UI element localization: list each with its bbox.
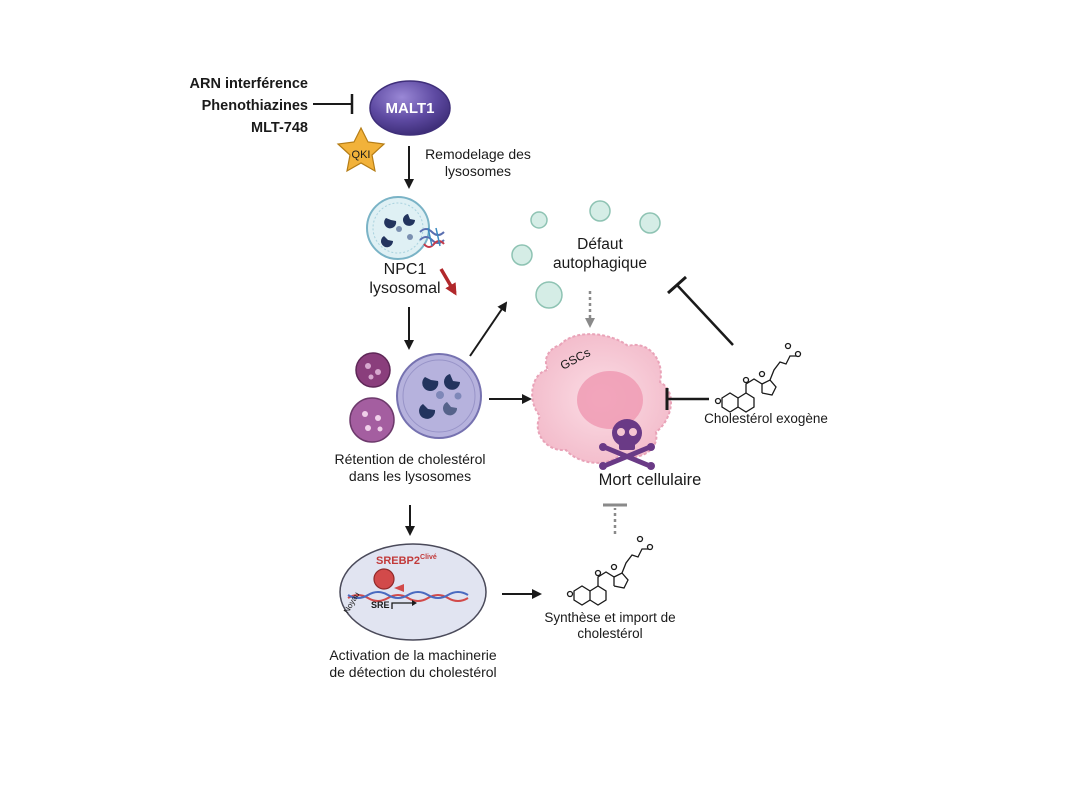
srebp2-sup: Clivé (420, 554, 437, 561)
npc1-lysosome (366, 196, 445, 260)
srebp2-base: SREBP2 (376, 555, 420, 567)
inhibitor-phenothiazines: Phenothiazines (201, 98, 308, 114)
autophagy-vesicles (511, 200, 661, 309)
npc1-protein-icon (419, 227, 445, 248)
dotted-inhibition-synthesis (603, 503, 627, 534)
inhibition-autophagy (667, 275, 734, 346)
cholesterol-exogene-label: Cholestérol exogène (704, 411, 828, 426)
retention-lysosome (396, 353, 482, 439)
malt1-node: MALT1 (369, 80, 451, 136)
cholesterol-molecule-exogenous (714, 342, 802, 413)
defaut-autophagique-label: Défaut autophagique (553, 236, 647, 272)
skull-icon (599, 419, 655, 470)
cholesterol-molecule-synthesis (566, 535, 654, 606)
remodelage-label: Remodelage des lysosomes (425, 146, 531, 179)
arrow-retention-to-autophagy (469, 301, 508, 357)
activation-label: Activation de la machinerie de détection… (329, 647, 497, 680)
qki-label: QKI (352, 149, 371, 161)
qki-star: QKI (336, 126, 386, 173)
inhibition-gscs (665, 388, 709, 410)
red-arrow-npc1-down (439, 268, 457, 296)
transcription-arrow-icon (391, 602, 412, 609)
srebp2-label: SREBP2Clivé (376, 554, 437, 567)
retention-label: Rétention de cholestérol dans les lysoso… (334, 451, 486, 484)
srebp2-protein (373, 568, 395, 590)
malt1-label: MALT1 (386, 100, 435, 117)
sre-label: SRE (371, 600, 390, 610)
mort-cellulaire-label: Mort cellulaire (598, 471, 702, 489)
synthese-label: Synthèse et import de cholestérol (544, 610, 676, 642)
inhibitor-mlt748: MLT-748 (251, 120, 308, 136)
inhibitor-list: ARN interférence Phenothiazines MLT-748 (150, 73, 308, 139)
small-lysosomes (349, 352, 395, 443)
inhibitor-arn: ARN interférence (189, 76, 308, 92)
inhibition-malt1 (313, 94, 354, 114)
nucleus: SREBP2Clivé SRE Noyau (339, 543, 487, 641)
npc1-label: NPC1 lysosomal (369, 261, 441, 298)
